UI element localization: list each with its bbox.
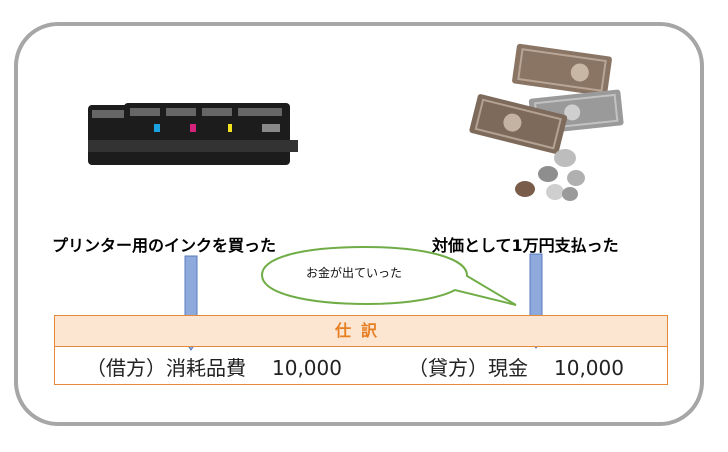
right-caption: 対価として1万円支払った bbox=[432, 236, 619, 255]
debit-account: 消耗品費 bbox=[166, 356, 246, 380]
journal-header: 仕訳 bbox=[55, 316, 667, 347]
left-caption: プリンター用のインクを買った bbox=[52, 236, 277, 255]
debit-side: （借方） bbox=[86, 356, 166, 380]
journal-entry-table: 仕訳 bbox=[54, 315, 668, 385]
speech-bubble bbox=[260, 245, 517, 306]
debit-entry: （借方）消耗品費 10,000 bbox=[86, 352, 342, 381]
credit-amount: 10,000 bbox=[554, 356, 624, 380]
diagram-frame bbox=[14, 22, 704, 426]
credit-account: 現金 bbox=[488, 356, 528, 380]
bubble-text: お金が出ていった bbox=[306, 266, 403, 280]
credit-side: （貸方） bbox=[408, 356, 488, 380]
credit-entry: （貸方）現金 10,000 bbox=[408, 352, 624, 381]
debit-amount: 10,000 bbox=[272, 356, 342, 380]
